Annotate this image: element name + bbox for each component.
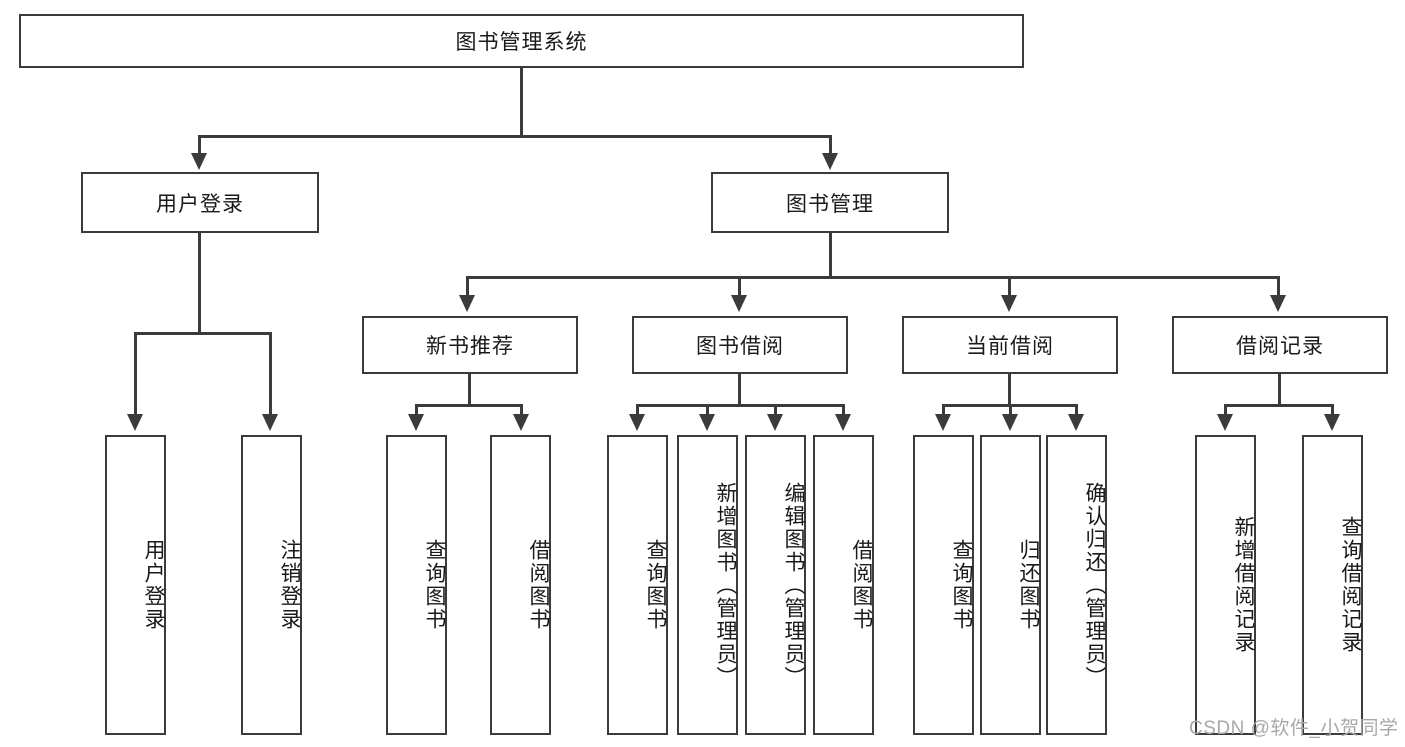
edge-user-login-leaf2 bbox=[269, 332, 272, 417]
edge-bb-leaf3 bbox=[774, 404, 777, 418]
arrowhead-cb-leaf1 bbox=[935, 414, 951, 431]
edge-book-borrow-bar bbox=[636, 404, 844, 407]
edge-cb-leaf1 bbox=[942, 404, 945, 418]
leaf-label: 查询图书 bbox=[950, 539, 973, 631]
edge-to-new-book-recommend bbox=[466, 276, 469, 298]
arrowhead-bb-leaf3 bbox=[767, 414, 783, 431]
edge-level3-bar bbox=[466, 276, 1280, 279]
leaf-bb-query-book[interactable]: 查询图书 bbox=[607, 435, 668, 735]
node-label: 当前借阅 bbox=[966, 335, 1054, 358]
arrowhead-cb-leaf2 bbox=[1002, 414, 1018, 431]
leaf-cb-query-book[interactable]: 查询图书 bbox=[913, 435, 974, 735]
leaf-label: 注销登录 bbox=[278, 539, 301, 631]
edge-nbr-leaf2 bbox=[520, 404, 523, 418]
edge-bb-leaf2 bbox=[706, 404, 709, 418]
edge-br-leaf2 bbox=[1331, 404, 1334, 418]
leaf-br-query-record[interactable]: 查询借阅记录 bbox=[1302, 435, 1363, 735]
edge-cb-leaf3 bbox=[1075, 404, 1078, 418]
arrowhead-nbr-leaf1 bbox=[408, 414, 424, 431]
leaf-label: 确认归还（管理员） bbox=[1083, 481, 1106, 689]
edge-root-stem bbox=[520, 68, 523, 137]
arrowhead-book-management bbox=[822, 153, 838, 170]
edge-user-login-leaf1 bbox=[134, 332, 137, 417]
leaf-label: 借阅图书 bbox=[850, 539, 873, 631]
arrowhead-new-book-recommend bbox=[459, 295, 475, 312]
edge-book-management-stem bbox=[829, 233, 832, 278]
edge-bb-leaf4 bbox=[842, 404, 845, 418]
node-label: 新书推荐 bbox=[426, 335, 514, 358]
leaf-label: 新增借阅记录 bbox=[1232, 516, 1255, 654]
leaf-bb-add-book-admin[interactable]: 新增图书（管理员） bbox=[677, 435, 738, 735]
arrowhead-current-borrow bbox=[1001, 295, 1017, 312]
node-new-book-recommend[interactable]: 新书推荐 bbox=[362, 316, 578, 374]
edge-to-book-management bbox=[829, 135, 832, 157]
edge-to-book-borrow bbox=[738, 276, 741, 298]
edge-to-user-login bbox=[198, 135, 201, 157]
arrowhead-user-login bbox=[191, 153, 207, 170]
leaf-nbr-query-book[interactable]: 查询图书 bbox=[386, 435, 447, 735]
leaf-label: 查询图书 bbox=[423, 539, 446, 631]
node-borrow-record[interactable]: 借阅记录 bbox=[1172, 316, 1388, 374]
watermark-text: CSDN @软件_小贺同学 bbox=[1189, 718, 1399, 739]
edge-borrow-record-bar bbox=[1224, 404, 1334, 407]
leaf-label: 归还图书 bbox=[1017, 539, 1040, 631]
node-label: 图书管理 bbox=[786, 192, 874, 216]
edge-current-borrow-stem bbox=[1008, 374, 1011, 406]
node-current-borrow[interactable]: 当前借阅 bbox=[902, 316, 1118, 374]
leaf-bb-edit-book-admin[interactable]: 编辑图书（管理员） bbox=[745, 435, 806, 735]
leaf-logout[interactable]: 注销登录 bbox=[241, 435, 302, 735]
edge-user-login-stem bbox=[198, 233, 201, 334]
arrowhead-book-borrow bbox=[731, 295, 747, 312]
arrowhead-bb-leaf4 bbox=[835, 414, 851, 431]
leaf-label: 借阅图书 bbox=[527, 539, 550, 631]
csdn-watermark: CSDN @软件_小贺同学 bbox=[1189, 713, 1398, 740]
edge-level2-bar bbox=[198, 135, 832, 138]
leaf-label: 查询借阅记录 bbox=[1339, 516, 1362, 654]
node-label: 图书管理系统 bbox=[455, 31, 588, 54]
node-user-login[interactable]: 用户登录 bbox=[81, 172, 319, 233]
arrowhead-bb-leaf2 bbox=[699, 414, 715, 431]
edge-new-book-recommend-stem bbox=[468, 374, 471, 406]
leaf-label: 用户登录 bbox=[142, 539, 165, 631]
edge-book-borrow-stem bbox=[738, 374, 741, 406]
arrowhead-borrow-record bbox=[1270, 295, 1286, 312]
edge-user-login-bar bbox=[134, 332, 271, 335]
edge-nbr-leaf1 bbox=[415, 404, 418, 418]
edge-new-book-recommend-bar bbox=[415, 404, 523, 407]
node-label: 图书借阅 bbox=[696, 335, 784, 358]
leaf-label: 新增图书（管理员） bbox=[714, 481, 737, 689]
arrowhead-br-leaf2 bbox=[1324, 414, 1340, 431]
edge-br-leaf1 bbox=[1224, 404, 1227, 418]
arrowhead-leaf-logout bbox=[262, 414, 278, 431]
node-root-book-management-system[interactable]: 图书管理系统 bbox=[19, 14, 1024, 68]
edge-borrow-record-stem bbox=[1278, 374, 1281, 406]
node-label: 借阅记录 bbox=[1236, 335, 1324, 358]
node-book-management[interactable]: 图书管理 bbox=[711, 172, 949, 233]
edge-cb-leaf2 bbox=[1009, 404, 1012, 418]
leaf-user-login[interactable]: 用户登录 bbox=[105, 435, 166, 735]
edge-to-current-borrow bbox=[1008, 276, 1011, 298]
edge-bb-leaf1 bbox=[636, 404, 639, 418]
leaf-cb-confirm-return-admin[interactable]: 确认归还（管理员） bbox=[1046, 435, 1107, 735]
arrowhead-nbr-leaf2 bbox=[513, 414, 529, 431]
leaf-label: 查询图书 bbox=[644, 539, 667, 631]
leaf-cb-return-book[interactable]: 归还图书 bbox=[980, 435, 1041, 735]
arrowhead-bb-leaf1 bbox=[629, 414, 645, 431]
arrowhead-br-leaf1 bbox=[1217, 414, 1233, 431]
leaf-br-add-record[interactable]: 新增借阅记录 bbox=[1195, 435, 1256, 735]
leaf-label: 编辑图书（管理员） bbox=[782, 481, 805, 689]
arrowhead-leaf-user-login bbox=[127, 414, 143, 431]
leaf-nbr-borrow-book[interactable]: 借阅图书 bbox=[490, 435, 551, 735]
arrowhead-cb-leaf3 bbox=[1068, 414, 1084, 431]
leaf-bb-borrow-book[interactable]: 借阅图书 bbox=[813, 435, 874, 735]
node-label: 用户登录 bbox=[156, 192, 244, 216]
edge-to-borrow-record bbox=[1277, 276, 1280, 298]
node-book-borrow[interactable]: 图书借阅 bbox=[632, 316, 848, 374]
